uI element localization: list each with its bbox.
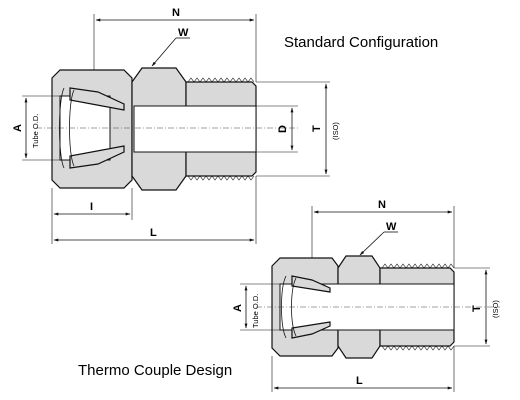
thermo-n-label: N	[378, 199, 386, 211]
standard-thread-bottom	[187, 175, 255, 181]
standard-iso-label: (ISO)	[331, 122, 340, 140]
thermo-a-label: A	[232, 304, 244, 312]
thermo-w-leader	[359, 231, 385, 256]
thermo-front-ferrule	[291, 275, 331, 293]
standard-d-label: D	[277, 125, 289, 133]
standard-bore	[133, 105, 257, 153]
standard-fitting: N W A Tube O.D. D T (ISO)	[12, 7, 340, 244]
thermo-thread-bottom	[381, 345, 455, 351]
thermo-w-label: W	[386, 221, 397, 233]
standard-i-label: I	[90, 201, 93, 213]
standard-t-label: T	[311, 125, 323, 132]
standard-configuration-caption: Standard Configuration	[284, 34, 439, 51]
standard-thread-top	[187, 77, 255, 83]
thermo-iso-label: (ISO)	[491, 300, 500, 318]
standard-l-label: L	[150, 227, 157, 239]
standard-w-leader	[151, 37, 177, 67]
standard-a-label: A	[12, 124, 24, 132]
standard-front-ferrule	[69, 87, 125, 111]
thermo-front-ferrule-bottom	[291, 321, 331, 339]
standard-tube-od-label: Tube O.D.	[31, 114, 40, 148]
standard-n-label: N	[172, 7, 180, 19]
thermo-couple-design-caption: Thermo Couple Design	[78, 362, 233, 379]
thermo-tube-od-label: Tube O.D.	[251, 294, 260, 328]
thermo-l-label: L	[356, 375, 363, 387]
standard-front-ferrule-bottom	[69, 145, 125, 169]
standard-w-label: W	[178, 27, 189, 39]
thermo-thread-top	[381, 263, 455, 269]
thermo-t-label: T	[471, 305, 483, 312]
thermo-fitting: N W A Tube O.D. T (ISO) L	[232, 199, 500, 392]
